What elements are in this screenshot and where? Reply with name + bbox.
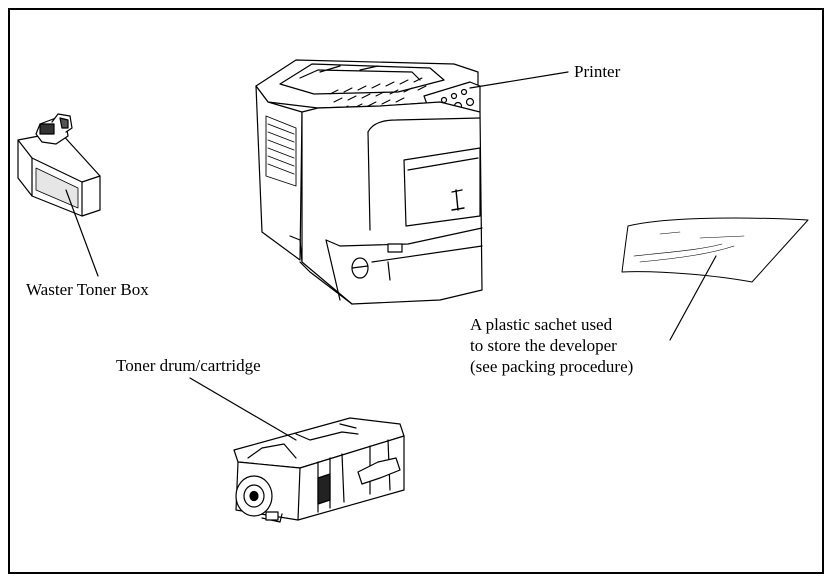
toner-cartridge-label: Toner drum/cartridge — [116, 356, 261, 375]
sachet-label-line-2: to store the developer — [470, 336, 617, 355]
toner-cartridge-leader — [189, 377, 297, 441]
sachet-label-line-3: (see packing procedure) — [470, 357, 634, 376]
waste-toner-box-label: Waster Toner Box — [26, 280, 149, 299]
sachet-leader — [669, 255, 717, 341]
waste-toner-box-illustration — [17, 113, 101, 217]
printer-label: Printer — [574, 62, 621, 81]
waste-toner-box-leader — [65, 189, 99, 277]
printer-illustration — [255, 59, 483, 305]
sachet-label-line-1: A plastic sachet used — [470, 315, 613, 334]
printer-leader — [469, 71, 569, 89]
plastic-sachet-illustration — [621, 217, 809, 283]
sachet-label: A plastic sachet used to store the devel… — [470, 314, 633, 377]
toner-cartridge-illustration — [233, 417, 405, 523]
